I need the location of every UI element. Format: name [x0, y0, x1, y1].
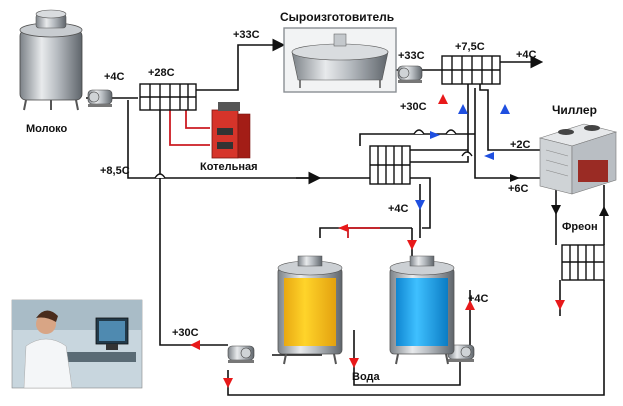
black-arrow	[551, 205, 561, 215]
pump-icon	[227, 345, 255, 363]
blue-arrow	[458, 104, 468, 114]
pump-icon	[447, 344, 475, 362]
blue-tank-icon	[389, 255, 455, 365]
red-arrow	[555, 300, 565, 310]
heat-exchanger-3	[369, 145, 411, 185]
red-arrow	[223, 378, 233, 388]
temp-milk-out: +4C	[104, 71, 125, 83]
cheese-vat-icon	[283, 27, 397, 93]
black-arrow	[599, 206, 609, 216]
pump-icon	[87, 89, 113, 107]
heat-exchanger-1	[139, 83, 197, 111]
temp-cheese-in: +33C	[233, 29, 260, 41]
temp-hot-return: +30C	[400, 101, 427, 113]
label-cheese-maker: Сыроизготовитель	[280, 10, 394, 24]
red-arrow	[349, 358, 359, 368]
flow-arrows	[190, 94, 609, 388]
red-arrow	[438, 94, 448, 104]
temp-chiller-out: +2C	[510, 139, 531, 151]
pump-icon	[397, 65, 423, 83]
temp-bottom-loop: +30C	[172, 327, 199, 339]
label-boiler: Котельная	[200, 161, 258, 173]
red-arrow	[407, 240, 417, 250]
hot-pipes	[169, 110, 380, 238]
chiller-unit-icon	[538, 123, 618, 195]
blue-arrow	[430, 131, 440, 139]
temp-chiller-return: +6C	[508, 183, 529, 195]
label-water: Вода	[352, 371, 381, 383]
black-arrow	[510, 174, 520, 182]
red-arrow	[465, 300, 475, 310]
blue-arrow	[415, 200, 425, 210]
blue-arrow	[500, 104, 510, 114]
heat-exchanger-4	[561, 244, 605, 281]
temp-hx1-out: +28C	[148, 67, 175, 79]
temp-hx3-out: +4C	[388, 203, 409, 215]
red-arrow	[338, 224, 348, 232]
label-milk: Молоко	[26, 123, 68, 135]
red-arrow	[190, 340, 200, 350]
milk-tank-icon	[19, 9, 83, 111]
boiler-icon	[211, 102, 251, 159]
yellow-tank-icon	[277, 255, 343, 365]
text-labels: Молоко Сыроизготовитель Котельная Чиллер…	[26, 10, 598, 383]
temp-blue-tank: +4C	[468, 293, 489, 305]
operator-photo-icon	[11, 299, 143, 389]
label-freon: Фреон	[562, 221, 598, 233]
temp-cheese-out: +33C	[398, 50, 425, 62]
heat-exchanger-2	[441, 55, 501, 85]
pipe-bridges	[154, 129, 473, 179]
blue-arrow	[484, 152, 494, 160]
temp-cold-line: +8,5C	[100, 165, 130, 177]
label-chiller: Чиллер	[552, 103, 597, 117]
temp-hx2-mid: +7,5C	[455, 41, 485, 53]
temp-final-out: +4C	[516, 49, 537, 61]
